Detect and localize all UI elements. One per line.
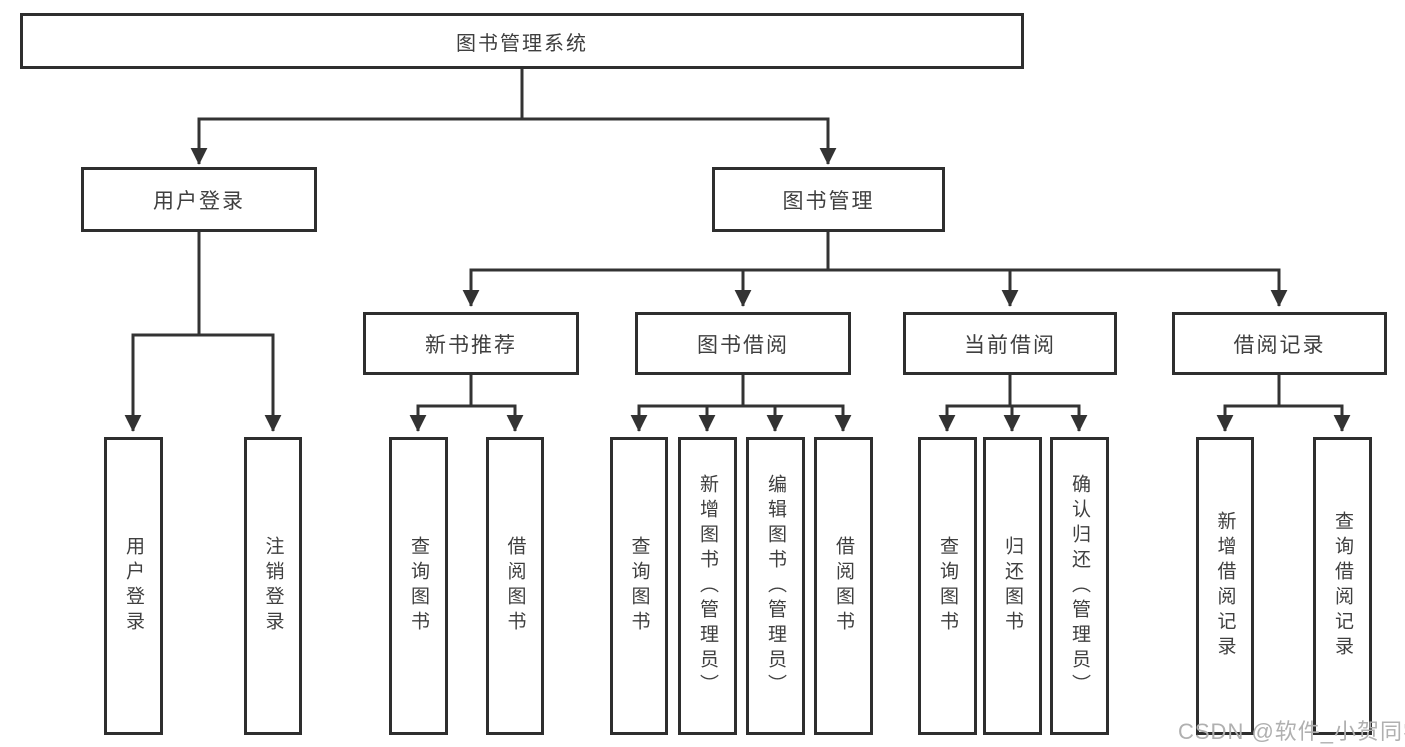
leaf-add-borrow-record: 新增借阅记录: [1196, 437, 1254, 735]
leaf-edit-books-admin: 编辑图书（管理员）: [746, 437, 805, 735]
csdn-watermark: CSDN @软件_小贺同学: [1178, 719, 1405, 744]
leaf-logout: 注销登录: [244, 437, 302, 735]
node-library-management-system: 图书管理系统: [20, 13, 1024, 69]
connector-book-borrowing: [630, 375, 852, 432]
connector-current-borrowing: [938, 375, 1088, 432]
leaf-borrow-books: 借阅图书: [814, 437, 873, 735]
leaf-query-books-borrowing: 查询图书: [610, 437, 668, 735]
node-book-borrowing: 图书借阅: [635, 312, 851, 375]
node-user-login: 用户登录: [81, 167, 317, 232]
leaf-query-books-recommend: 查询图书: [389, 437, 448, 735]
node-new-book-recommendation: 新书推荐: [363, 312, 579, 375]
node-current-borrowing: 当前借阅: [903, 312, 1117, 375]
connector-user-login: [124, 232, 282, 432]
connector-new-book-recommendation: [409, 375, 524, 432]
node-borrowing-records: 借阅记录: [1172, 312, 1387, 375]
leaf-add-books-admin: 新增图书（管理员）: [678, 437, 737, 735]
leaf-query-books-current: 查询图书: [918, 437, 977, 735]
node-book-management: 图书管理: [712, 167, 945, 232]
leaf-user-login: 用户登录: [104, 437, 163, 735]
connector-borrowing-records: [1216, 375, 1351, 432]
connector-book-management: [462, 232, 1288, 307]
leaf-return-books: 归还图书: [983, 437, 1042, 735]
leaf-confirm-return-admin: 确认归还（管理员）: [1050, 437, 1109, 735]
leaf-borrow-books-recommend: 借阅图书: [486, 437, 544, 735]
leaf-query-borrow-record: 查询借阅记录: [1313, 437, 1372, 735]
connector-root: [190, 69, 837, 165]
